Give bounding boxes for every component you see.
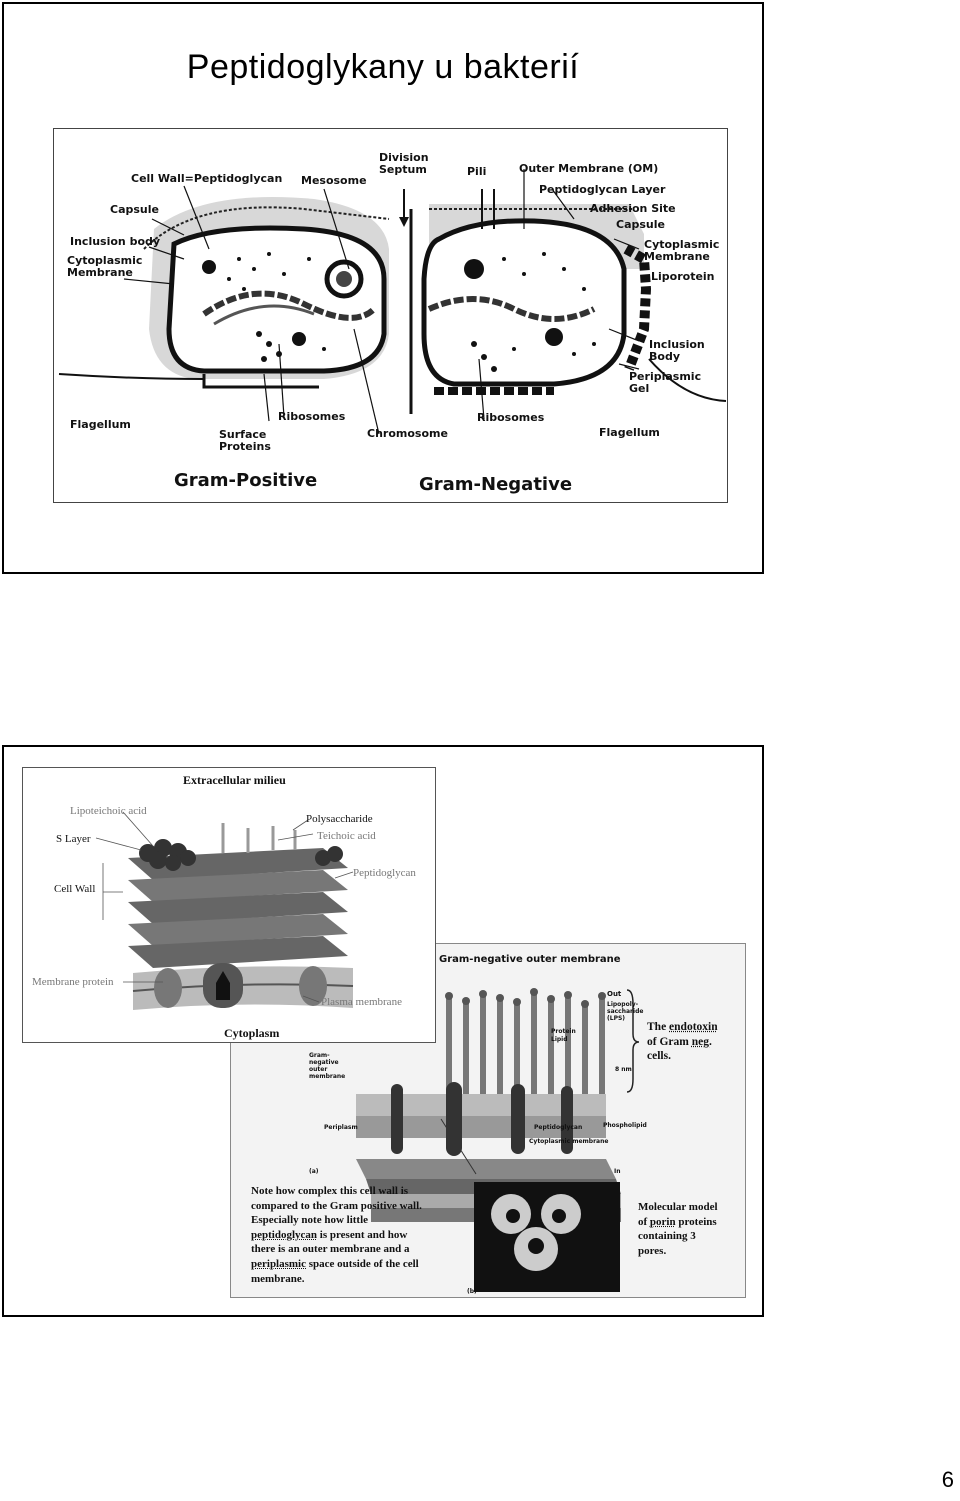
gn-phospholipid: Phospholipid <box>603 1122 647 1129</box>
label-pili: Pili <box>467 165 487 178</box>
gp-lipoteichoic-acid: Lipoteichoic acid <box>70 805 147 817</box>
gram-positive-wall-figure: Extracellular milieu Lipoteichoic acid P… <box>22 767 436 1043</box>
gp-membrane-protein: Membrane protein <box>32 976 114 988</box>
gp-extracellular: Extracellular milieu <box>183 773 286 787</box>
label-cytoplasmic-membrane-right: Cytoplasmic Membrane <box>644 238 720 263</box>
label-ribosomes-right: Ribosomes <box>477 411 545 424</box>
note-caption: Note how complex this cell wall is compa… <box>251 1185 422 1285</box>
gram-negative-envelope-figure: Gram-negative outer membrane Out Lipopol… <box>230 943 746 1298</box>
gp-plasma-membrane: Plasma membrane <box>321 996 402 1008</box>
gn-lps: Lipopoly-saccharide (LPS) <box>607 1001 644 1022</box>
gram-negative-cell <box>421 189 727 402</box>
label-flagellum-left: Flagellum <box>70 418 131 431</box>
label-peptidoglycan-layer: Peptidoglycan Layer <box>539 183 666 196</box>
label-gram-negative: Gram-Negative <box>419 474 573 495</box>
cell-diagram-drawing <box>58 169 727 435</box>
label-cell-wall: Cell Wall=Peptidoglycan <box>131 172 283 185</box>
gn-periplasm: Periplasm <box>324 1124 358 1131</box>
lps-chains <box>445 988 606 1094</box>
label-cytoplasmic-membrane-left: Cytoplasmic Membrane <box>67 254 143 279</box>
gram-positive-drawing <box>95 811 354 1010</box>
gn-title: Gram-negative outer membrane <box>439 954 621 965</box>
label-capsule-left: Capsule <box>110 203 159 216</box>
slide-title: Peptidoglykany u bakterií <box>186 48 580 86</box>
gn-out: Out <box>607 990 622 998</box>
label-lipoprotein: Liporotein <box>651 270 715 283</box>
label-periplasmic-gel: Periplasmic Gel <box>629 370 702 395</box>
label-division-septum: Division Septum <box>379 151 429 176</box>
endotoxin-caption: The endotoxin of Gram neg. cells. <box>647 1021 718 1063</box>
page-number: 6 <box>941 1467 954 1492</box>
gn-protein: Protein <box>551 1028 576 1035</box>
label-inclusion-body-left: Inclusion body <box>70 235 161 248</box>
bacteria-cell-diagram: Cell Wall=Peptidoglycan Mesosome Divisio… <box>53 128 728 503</box>
gn-panel-a: (a) <box>309 1168 319 1175</box>
label-mesosome: Mesosome <box>301 174 367 187</box>
label-capsule-right: Capsule <box>616 218 665 231</box>
porin-caption: Molecular model of porin proteins contai… <box>638 1201 718 1257</box>
gn-in: In <box>614 1168 621 1175</box>
gp-teichoic-acid: Teichoic acid <box>317 830 376 842</box>
slide-2: Gram-negative outer membrane Out Lipopol… <box>2 745 764 1317</box>
gn-peptidoglycan: Peptidoglycan <box>534 1124 583 1131</box>
slide-1: Peptidoglykany u bakterií <box>2 2 764 574</box>
gn-outer-membrane-label: Gram-negative outer membrane <box>309 1052 346 1080</box>
gp-peptidoglycan: Peptidoglycan <box>353 867 416 879</box>
label-ribosomes-left: Ribosomes <box>278 410 346 423</box>
gp-cell-wall: Cell Wall <box>54 883 96 895</box>
label-outer-membrane: Outer Membrane (OM) <box>519 162 659 175</box>
gn-cytoplasmic-membrane: Cytoplasmic membrane <box>529 1138 609 1145</box>
label-adhesion-site: Adhesion Site <box>590 202 676 215</box>
label-gram-positive: Gram-Positive <box>174 470 318 491</box>
label-chromosome: Chromosome <box>367 427 448 440</box>
gn-panel-b: (b) <box>467 1288 477 1295</box>
gp-s-layer: S Layer <box>56 833 91 845</box>
gp-cytoplasm: Cytoplasm <box>224 1026 280 1040</box>
label-surface-proteins: Surface Proteins <box>219 428 271 453</box>
gram-positive-cell <box>58 197 390 389</box>
label-flagellum-right: Flagellum <box>599 426 660 439</box>
gn-lipid: Lipid <box>551 1036 568 1043</box>
label-inclusion-body-right: Inclusion Body <box>649 338 705 363</box>
gp-polysaccharide: Polysaccharide <box>306 813 373 825</box>
gn-size: 8 nm <box>615 1066 632 1073</box>
